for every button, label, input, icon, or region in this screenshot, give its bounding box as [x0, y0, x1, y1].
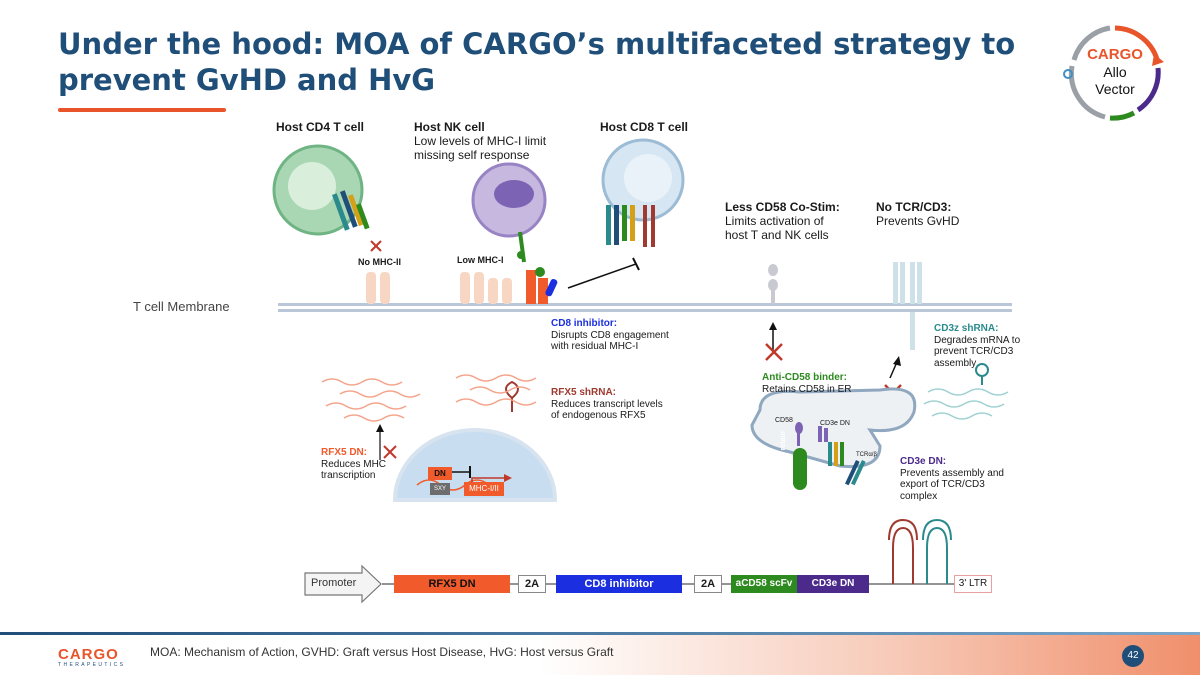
vector-shrna-hairpin-1-icon — [888, 518, 918, 584]
tcr-cd3-surface-icon — [893, 262, 922, 350]
cd8-inhibitor-label: CD8 inhibitor: Disrupts CD8 engagement w… — [551, 318, 669, 352]
er-retain-label: ER retain — [780, 431, 787, 462]
nucleus-icon — [392, 428, 558, 502]
vector-rfx5-dn-box: RFX5 DN — [394, 575, 510, 593]
nucleus-dn-box: DN — [428, 467, 452, 480]
er-tcr-label: TCRα/β — [856, 452, 877, 458]
title-line-2: prevent GvHD and HvG — [58, 63, 436, 97]
endoplasmic-reticulum-icon — [750, 387, 917, 469]
er-tcr-icon — [845, 460, 866, 486]
nucleus-sxy-box: SXY — [430, 483, 450, 495]
cd3z-shrna-label: CD3z shRNA: Degrades mRNA to prevent TCR… — [934, 323, 1021, 369]
anti-cd58-label: Anti-CD58 binder: Retains CD58 in ER — [762, 372, 852, 395]
low-mhc-i-label: Low MHC-I — [457, 255, 504, 265]
cd8-t-cell-icon — [601, 138, 685, 247]
footer-bar — [0, 635, 1200, 675]
no-mhc-ii-x-icon — [370, 240, 382, 252]
membrane-label: T cell Membrane — [133, 299, 230, 314]
footer-logo-sub: THERAPEUTICS — [58, 662, 126, 668]
er-cd58-icon — [795, 422, 803, 446]
dna-strand-icon — [416, 479, 490, 491]
er-cd3e-dn-label: CD3e DN — [820, 420, 850, 427]
rfx5-dn-block-x-icon — [383, 445, 397, 459]
er-cd3e-dn-icon — [828, 442, 844, 466]
cd3z-mrna-waves-icon — [923, 388, 1009, 420]
inhibition-line — [567, 263, 637, 289]
cd58-surface-icon — [768, 264, 778, 304]
vector-acd58-box: aCD58 scFv — [731, 575, 797, 593]
title-line-1: Under the hood: MOA of CARGO’s multiface… — [58, 27, 1016, 61]
logo-line-vector: Vector — [1095, 81, 1135, 97]
cd4-t-cell-icon — [272, 144, 370, 236]
tcr-effect-label: No TCR/CD3: Prevents GvHD — [876, 200, 960, 228]
vector-shrna-hairpin-2-icon — [922, 518, 952, 584]
er-cd58-label: CD58 — [775, 417, 793, 424]
membrane-line-top — [278, 303, 1012, 306]
nk-cell-icon — [471, 162, 547, 263]
cd4-cell-title: Host CD4 T cell — [276, 120, 365, 134]
rfx5-dn-label: RFX5 DN: Reduces MHC transcription — [321, 447, 387, 481]
cd58-effect-label: Less CD58 Co-Stim: Limits activation of … — [725, 200, 840, 242]
moa-diagram — [272, 138, 1012, 604]
nucleus-mhc-box: MHC-I/II — [464, 482, 504, 496]
rfx5-mrna-waves-icon — [321, 378, 421, 422]
cd3e-dn-label: CD3e DN: Prevents assembly and export of… — [900, 456, 1004, 502]
footer-logo-brand: CARGO — [58, 646, 119, 663]
cd3z-shrna-hairpin-icon — [975, 363, 989, 385]
vector-promoter-label: Promoter — [311, 577, 357, 589]
cargo-allo-vector-logo: CARGO Allo Vector — [1060, 18, 1170, 128]
vector-cd8-inhibitor-box: CD8 inhibitor — [556, 575, 682, 593]
slide-title: Under the hood: MOA of CARGO’s multiface… — [58, 26, 1018, 98]
vector-ltr-box: 3' LTR — [954, 575, 992, 593]
rfx5-shrna-hairpin-icon — [505, 380, 519, 412]
page-number: 42 — [1122, 645, 1144, 667]
low-mhc-i-receptor-icon — [460, 272, 512, 304]
rfx5-shrna-label: RFX5 shRNA: Reduces transcript levels of… — [551, 387, 663, 421]
membrane-line-bottom — [278, 309, 1012, 312]
logo-ring-icon — [1063, 25, 1164, 121]
vector-2a-box-2: 2A — [694, 575, 722, 593]
mhc-ii-receptor-icon — [366, 272, 390, 304]
footer-note: MOA: Mechanism of Action, GVHD: Graft ve… — [150, 645, 614, 659]
title-underline — [58, 108, 226, 112]
vector-2a-box-1: 2A — [518, 575, 546, 593]
nk-cell-title: Host NK cell Low levels of MHC-I limit m… — [414, 120, 547, 162]
cd8-inhibitor-receptor-icon — [526, 267, 558, 304]
er-retain-anchor-icon — [793, 448, 807, 490]
no-mhc-ii-label: No MHC-II — [358, 257, 401, 267]
cd58-block-x-icon — [765, 343, 783, 361]
rfx5-shrna-target-waves-icon — [455, 374, 537, 406]
footer-divider — [0, 632, 1200, 635]
vector-cd3e-dn-box: CD3e DN — [797, 575, 869, 593]
logo-line-allo: Allo — [1103, 64, 1127, 80]
cd8-cell-title: Host CD8 T cell — [600, 120, 689, 134]
promoter-arrow-icon — [304, 564, 382, 604]
logo-brand: CARGO — [1087, 46, 1143, 63]
